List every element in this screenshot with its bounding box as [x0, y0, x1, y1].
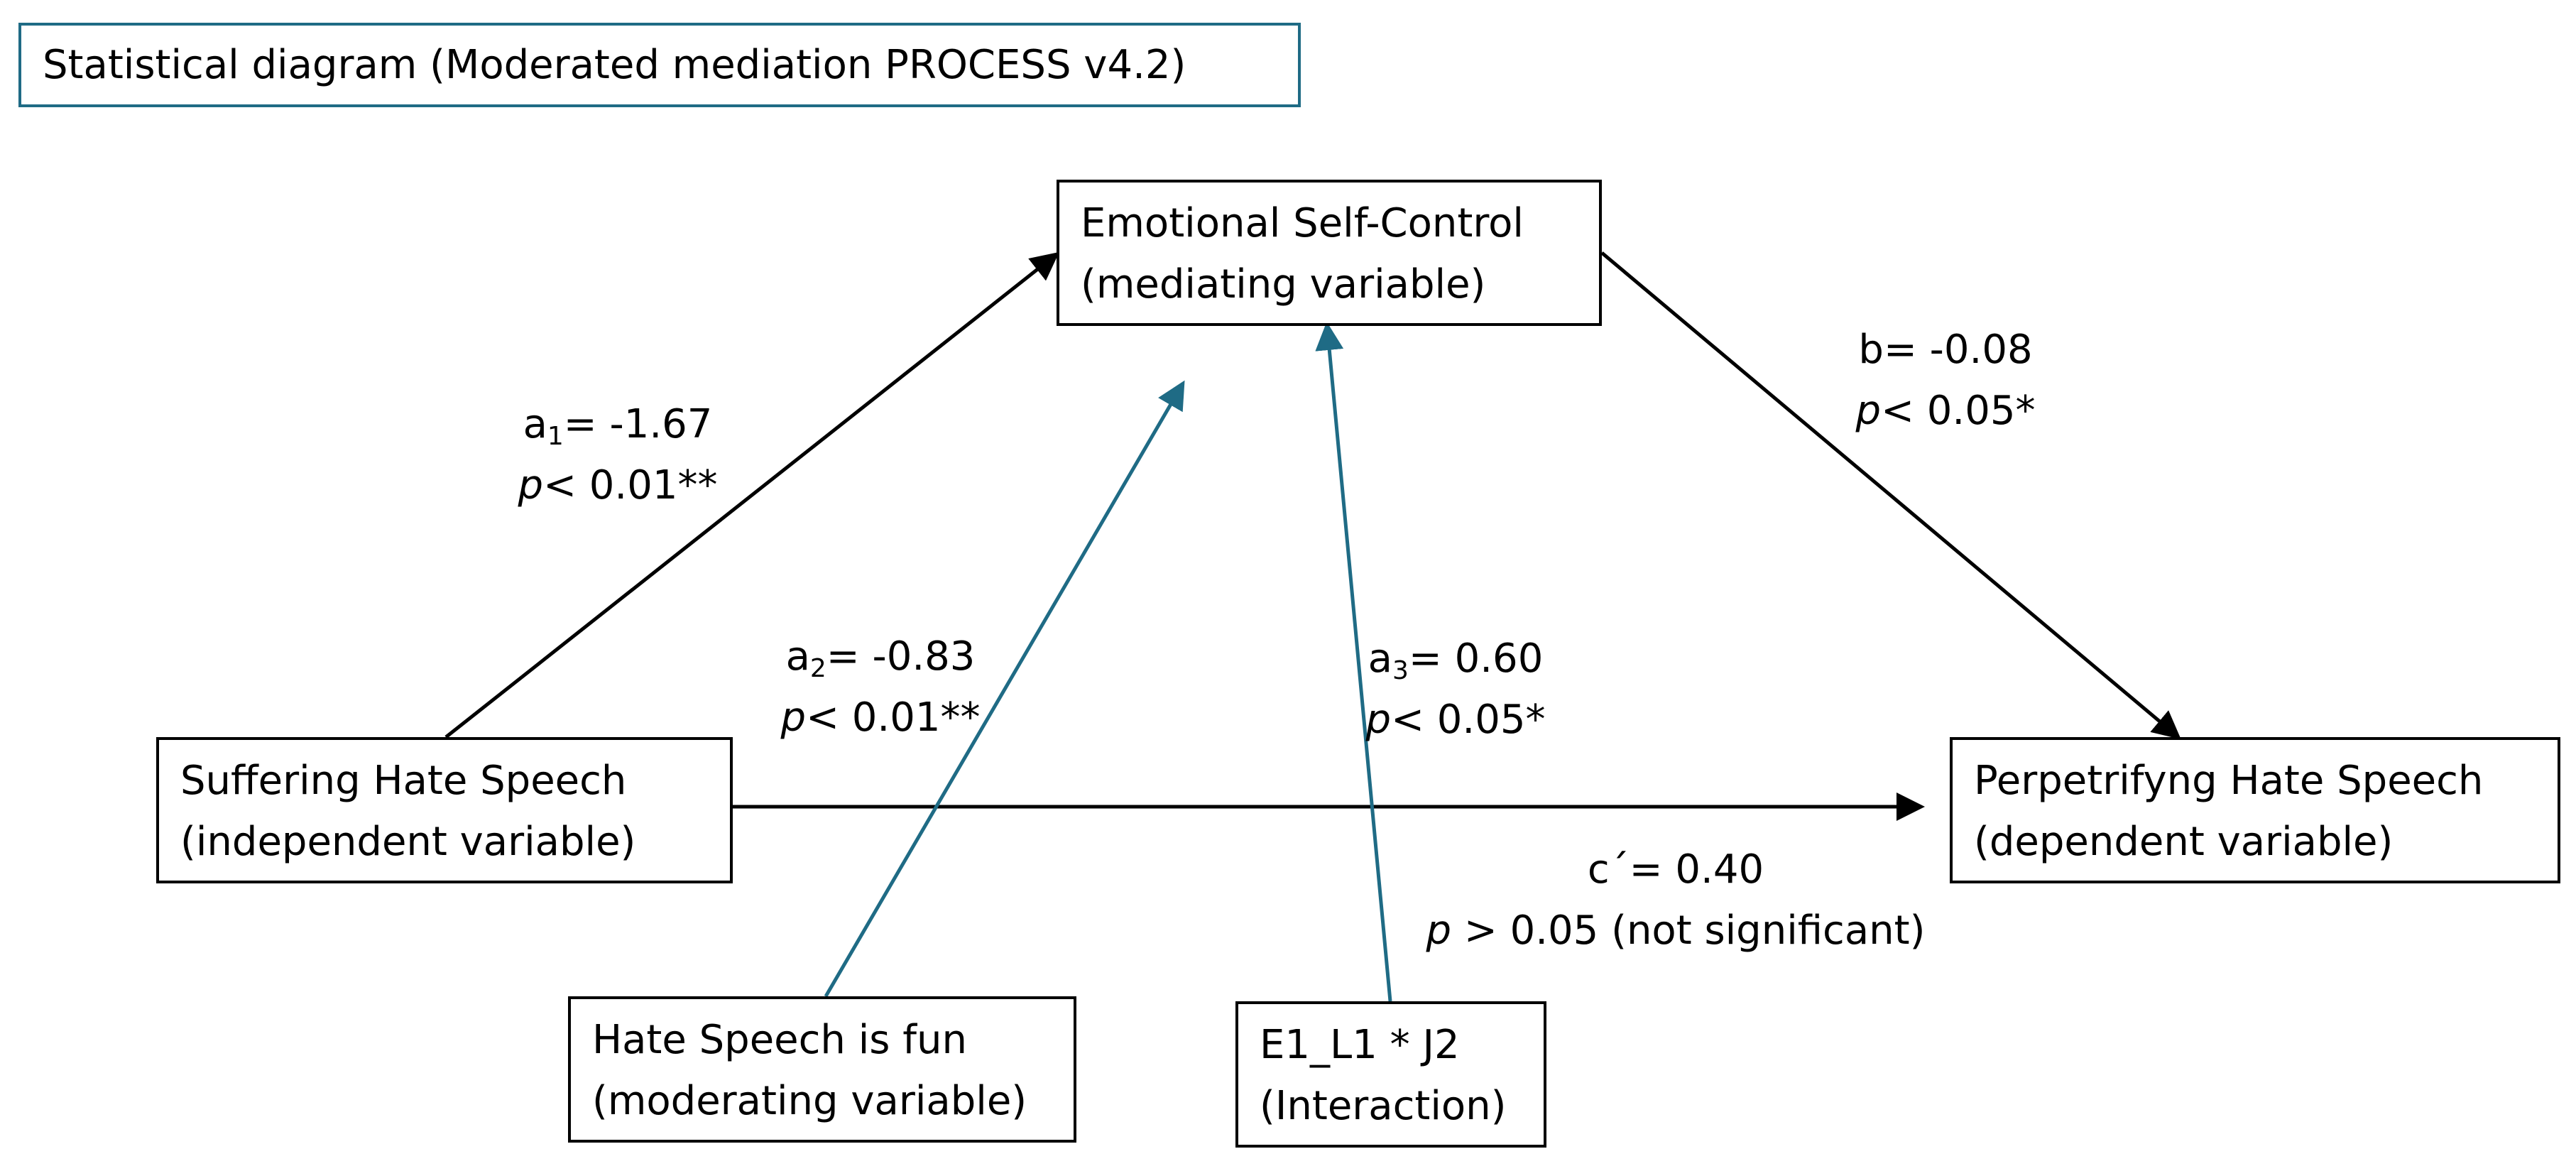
path-a3-coefficient: a3= 0.60: [1368, 636, 1544, 685]
path-a1-arrow: [444, 251, 1059, 739]
independent-box: Suffering Hate Speech (independent varia…: [156, 737, 733, 883]
path-a2-moderator-arrow: [824, 380, 1185, 998]
diagram-title: Statistical diagram (Moderated mediation…: [18, 23, 1301, 107]
path-b-p-value: p< 0.05*: [1855, 388, 2036, 434]
moderator-role: (moderating variable): [592, 1078, 1027, 1124]
path-a3-p-value: p< 0.05*: [1365, 697, 1546, 743]
moderator-box: Hate Speech is fun (moderating variable): [568, 996, 1076, 1143]
path-c-prime-coefficient: c´= 0.40: [1587, 846, 1764, 893]
path-b-coefficient: b= -0.08: [1858, 327, 2033, 373]
mediator-name: Emotional Self-Control: [1081, 200, 1524, 246]
path-b-arrow: [1600, 251, 2181, 740]
path-c-prime-label: c´= 0.40 p > 0.05 (not significant): [1413, 839, 1938, 962]
dependent-name: Perpetrifyng Hate Speech: [1974, 758, 2484, 804]
dependent-role: (dependent variable): [1974, 819, 2394, 865]
path-a1-coefficient: a1= -1.67: [523, 401, 713, 451]
independent-name: Suffering Hate Speech: [180, 758, 627, 804]
path-b-label: b= -0.08 p< 0.05*: [1839, 320, 2052, 442]
interaction-name: E1_L1 * J2: [1260, 1022, 1460, 1068]
path-a1-p-value: p< 0.01**: [518, 462, 718, 508]
path-c-prime-p-value: p > 0.05 (not significant): [1426, 908, 1926, 954]
dependent-box: Perpetrifyng Hate Speech (dependent vari…: [1950, 737, 2560, 883]
path-a1-label: a1= -1.67 p< 0.01**: [497, 394, 738, 516]
interaction-box: E1_L1 * J2 (Interaction): [1235, 1001, 1546, 1148]
path-a2-p-value: p< 0.01**: [780, 695, 981, 741]
path-a3-label: a3= 0.60 p< 0.05*: [1349, 628, 1562, 751]
mediator-box: Emotional Self-Control (mediating variab…: [1057, 180, 1602, 326]
moderator-name: Hate Speech is fun: [592, 1017, 967, 1063]
mediator-role: (mediating variable): [1081, 261, 1486, 307]
path-a2-coefficient: a2= -0.83: [785, 633, 976, 683]
path-a3-interaction-arrow: [1315, 322, 1392, 1002]
independent-role: (independent variable): [180, 819, 636, 865]
path-a2-label: a2= -0.83 p< 0.01**: [760, 626, 1001, 748]
interaction-role: (Interaction): [1260, 1083, 1507, 1129]
